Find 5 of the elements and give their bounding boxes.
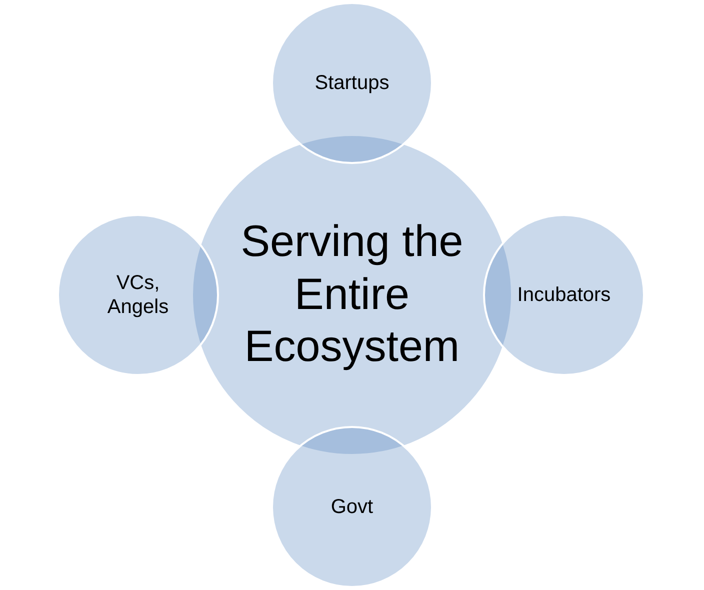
node-label: VCs, Angels [106,271,170,319]
node-label: Incubators [517,283,611,307]
node-label: Startups [314,71,390,95]
node-label: Govt [330,495,374,519]
node-label: Serving the Entire Ecosystem [240,216,464,374]
